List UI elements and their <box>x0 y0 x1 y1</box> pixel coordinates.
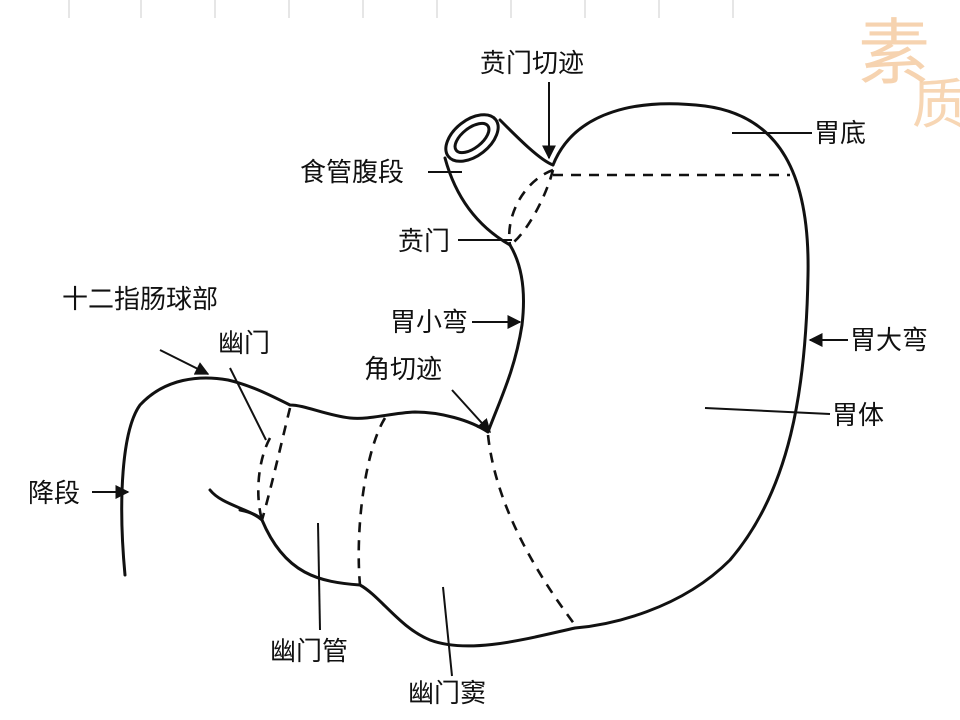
cardia-boundary-line-back <box>509 169 555 247</box>
label-descending-part: 降段 <box>28 479 80 509</box>
pylorus-leader <box>229 367 267 441</box>
esophagus-lumen <box>453 121 491 155</box>
watermark-logo: 素 <box>857 11 930 95</box>
watermark-logo-secondary: 质 <box>912 73 960 136</box>
label-cardia: 贲门 <box>398 227 450 257</box>
pylorus-ring-back <box>257 437 272 521</box>
body-leader <box>704 407 831 415</box>
lesser-curvature-line <box>120 243 526 577</box>
angular-notch-arrow <box>451 389 491 434</box>
esophagus-outer-right <box>498 118 555 167</box>
stomach-outline <box>208 102 810 648</box>
label-greater-curvature: 胃大弯 <box>850 326 928 356</box>
label-abdominal-esophagus: 食管腹段 <box>300 158 404 188</box>
label-body: 胃体 <box>832 401 884 431</box>
angular-notch-boundary-line <box>486 434 577 626</box>
duodenal-bulb-arrow <box>159 349 210 375</box>
label-pylorus: 幽门 <box>218 329 270 359</box>
label-angular-notch: 角切迹 <box>364 355 442 385</box>
label-pyloric-antrum: 幽门窦 <box>408 679 486 709</box>
label-cardiac-notch: 贲门切迹 <box>480 49 584 79</box>
pyloric-antrum-leader <box>442 586 453 677</box>
pylorus-lower-edge <box>238 508 264 522</box>
label-lesser-curvature: 胃小弯 <box>390 308 468 338</box>
antrum-canal-boundary-line <box>357 417 387 586</box>
top-decor-strip <box>0 0 960 22</box>
pyloric-canal-leader <box>317 522 321 631</box>
esophagus-opening <box>444 113 500 163</box>
cardia-boundary-line <box>507 168 554 246</box>
pylorus-ring-front <box>260 407 292 521</box>
label-pyloric-canal: 幽门管 <box>270 637 348 667</box>
esophagus-outer-left <box>443 156 512 247</box>
label-fundus: 胃底 <box>814 119 866 149</box>
label-duodenal-bulb: 十二指肠球部 <box>62 285 218 315</box>
